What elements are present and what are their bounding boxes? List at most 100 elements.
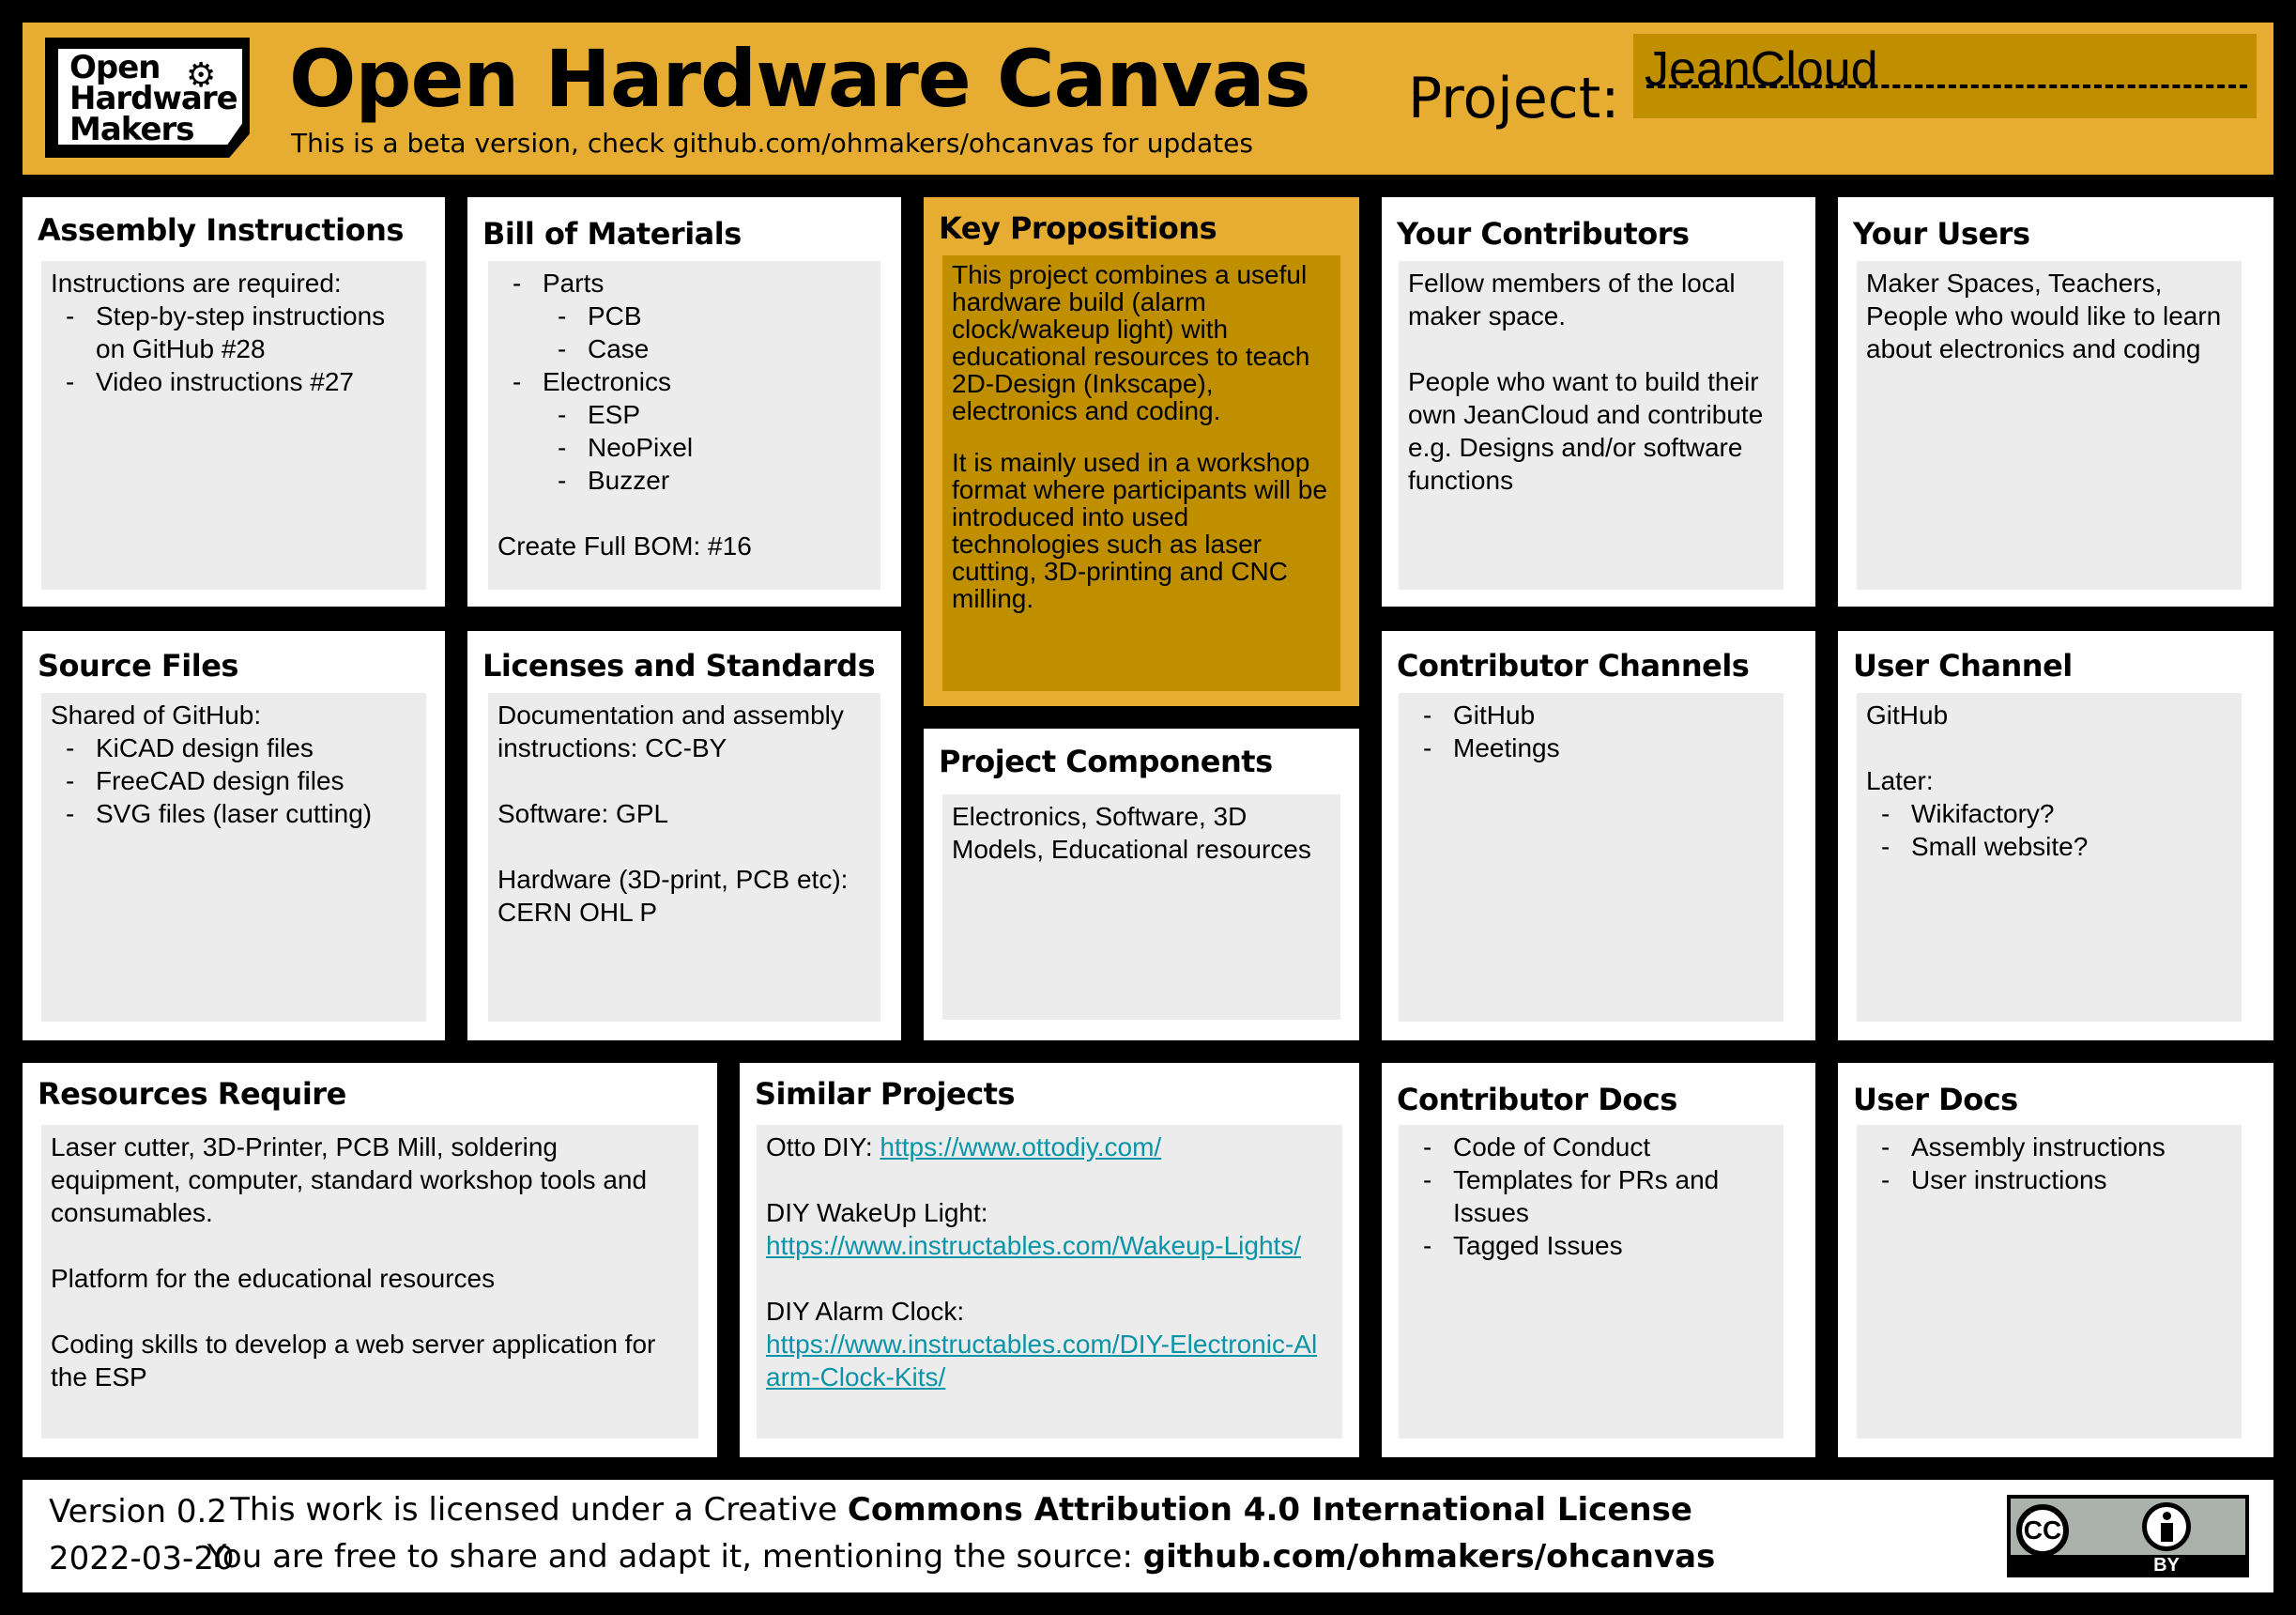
project-field[interactable]	[1633, 34, 2257, 118]
card-resources-require: Resources Require Laser cutter, 3D-Print…	[23, 1063, 717, 1457]
list-item: GitHub	[1408, 699, 1774, 731]
list-item: KiCAD design files	[51, 731, 417, 764]
card-title: Your Users	[1853, 216, 2030, 252]
list-item: Small website?	[1866, 830, 2232, 863]
logo-line-3: Makers	[69, 111, 195, 148]
card-title: Key Propositions	[939, 210, 1217, 246]
card-bill-of-materials: Bill of Materials Parts PCB Case Electro…	[467, 197, 901, 607]
card-text: Laser cutter, 3D-Printer, PCB Mill, sold…	[51, 1132, 654, 1227]
source-url[interactable]: github.com/ohmakers/ohcanvas	[1142, 1538, 1716, 1576]
card-body: GitHub Meetings	[1399, 693, 1783, 1022]
card-title: Your Contributors	[1397, 216, 1690, 252]
card-text: Shared of GitHub:	[51, 700, 262, 730]
card-text: This project combines a useful hardware …	[952, 260, 1318, 425]
card-text: Electronics, Software, 3D Models, Educat…	[952, 802, 1311, 864]
card-text: Platform for the educational resources	[51, 1264, 496, 1293]
card-title: Licenses and Standards	[482, 648, 876, 684]
card-body: Assembly instructions User instructions	[1857, 1125, 2242, 1438]
card-body: GitHub Later: Wikifactory? Small website…	[1857, 693, 2242, 1022]
license-name[interactable]: Commons Attribution 4.0 International Li…	[847, 1491, 1692, 1529]
card-title: Assembly Instructions	[38, 212, 404, 248]
version-label: Version 0.2	[49, 1493, 227, 1530]
card-title: Contributor Docs	[1397, 1082, 1677, 1117]
card-title: Similar Projects	[755, 1076, 1016, 1112]
list-item: Electronics	[497, 365, 871, 398]
card-body: Maker Spaces, Teachers, People who would…	[1857, 261, 2242, 590]
list-item: Parts	[497, 267, 871, 300]
list-item: Tagged Issues	[1408, 1229, 1774, 1262]
list-item: Buzzer	[497, 464, 871, 497]
card-text: Instructions are required:	[51, 269, 342, 298]
card-text: DIY WakeUp Light:	[766, 1198, 988, 1227]
otto-label: Otto DIY:	[766, 1132, 880, 1161]
card-body: Code of Conduct Templates for PRs and Is…	[1399, 1125, 1783, 1438]
list-item: Case	[497, 332, 871, 365]
list-item: Code of Conduct	[1408, 1130, 1774, 1163]
list-item: User instructions	[1866, 1163, 2232, 1196]
list-item: Assembly instructions	[1866, 1130, 2232, 1163]
card-text: Later:	[1866, 766, 1934, 795]
card-text: Coding skills to develop a web server ap…	[51, 1330, 664, 1392]
card-text: DIY Alarm Clock:	[766, 1297, 965, 1326]
list-item: FreeCAD design files	[51, 764, 417, 797]
card-assembly-instructions: Assembly Instructions Instructions are r…	[23, 197, 445, 607]
card-title: User Docs	[1853, 1082, 2018, 1117]
card-source-files: Source Files Shared of GitHub: KiCAD des…	[23, 631, 445, 1040]
card-text: It is mainly used in a workshop format w…	[952, 448, 1335, 613]
card-text: Software: GPL	[497, 799, 669, 828]
license-text: This work is licensed under a Creative	[230, 1491, 848, 1529]
by-label: BY	[2153, 1555, 2180, 1576]
page-title: Open Hardware Canvas	[289, 33, 1311, 125]
card-title: Contributor Channels	[1397, 648, 1750, 684]
cc-icon: CC	[2016, 1504, 2069, 1557]
list-item: ESP	[497, 398, 871, 431]
list-item: Video instructions #27	[51, 365, 417, 398]
project-value[interactable]: JeanCloud	[1645, 42, 1878, 97]
card-licenses-and-standards: Licenses and Standards Documentation and…	[467, 631, 901, 1040]
date-label: 2022-03-20	[49, 1540, 235, 1577]
card-body: Documentation and assembly instructions:…	[488, 693, 880, 1022]
project-underline	[1646, 85, 2247, 88]
share-text: You are free to share and adapt it, ment…	[207, 1538, 1143, 1576]
card-text: Documentation and assembly instructions:…	[497, 700, 851, 762]
card-body: Instructions are required: Step-by-step …	[41, 261, 426, 590]
card-title: Bill of Materials	[482, 216, 742, 252]
otto-link[interactable]: https://www.ottodiy.com/	[880, 1132, 1162, 1161]
card-contributor-channels: Contributor Channels GitHub Meetings	[1382, 631, 1815, 1040]
attribution-person-icon	[2142, 1502, 2191, 1551]
list-item: PCB	[497, 300, 871, 332]
card-body: Fellow members of the local maker space.…	[1399, 261, 1783, 590]
alarm-clock-link[interactable]: https://www.instructables.com/DIY-Electr…	[766, 1330, 1318, 1392]
list-item: SVG files (laser cutting)	[51, 797, 417, 830]
card-text: GitHub	[1866, 700, 1949, 730]
card-body: Laser cutter, 3D-Printer, PCB Mill, sold…	[41, 1125, 698, 1438]
logo-line-2: Hardware	[69, 80, 238, 117]
header-banner: Open Hardware Makers ⚙ Open Hardware Can…	[23, 23, 2273, 175]
card-text: Maker Spaces, Teachers, People who would…	[1866, 269, 2229, 363]
card-contributor-docs: Contributor Docs Code of Conduct Templat…	[1382, 1063, 1815, 1457]
card-your-contributors: Your Contributors Fellow members of the …	[1382, 197, 1815, 607]
page-subtitle: This is a beta version, check github.com…	[291, 128, 1253, 159]
card-body: Otto DIY: https://www.ottodiy.com/ DIY W…	[757, 1125, 1342, 1438]
list-item: Wikifactory?	[1866, 797, 2232, 830]
logo-line-1: Open	[69, 49, 161, 86]
license-line-1: This work is licensed under a Creative C…	[23, 1491, 1900, 1529]
card-your-users: Your Users Maker Spaces, Teachers, Peopl…	[1838, 197, 2273, 607]
list-item: Meetings	[1408, 731, 1774, 764]
card-body: Shared of GitHub: KiCAD design files Fre…	[41, 693, 426, 1022]
card-body: This project combines a useful hardware …	[942, 255, 1340, 691]
project-label: Project:	[1408, 66, 1620, 131]
card-user-docs: User Docs Assembly instructions User ins…	[1838, 1063, 2273, 1457]
card-text: Create Full BOM: #16	[497, 531, 752, 561]
card-title: Source Files	[38, 648, 238, 684]
card-text: Fellow members of the local maker space.	[1408, 269, 1743, 331]
card-user-channel: User Channel GitHub Later: Wikifactory? …	[1838, 631, 2273, 1040]
card-text: People who want to build their own JeanC…	[1408, 367, 1771, 495]
card-title: User Channel	[1853, 648, 2073, 684]
card-title: Project Components	[939, 744, 1273, 779]
wakeup-light-link[interactable]: https://www.instructables.com/Wakeup-Lig…	[766, 1231, 1302, 1260]
card-body: Electronics, Software, 3D Models, Educat…	[942, 794, 1340, 1020]
cc-by-badge[interactable]: CC BY	[2007, 1495, 2249, 1577]
list-item: NeoPixel	[497, 431, 871, 464]
list-item: Templates for PRs and Issues	[1408, 1163, 1774, 1229]
